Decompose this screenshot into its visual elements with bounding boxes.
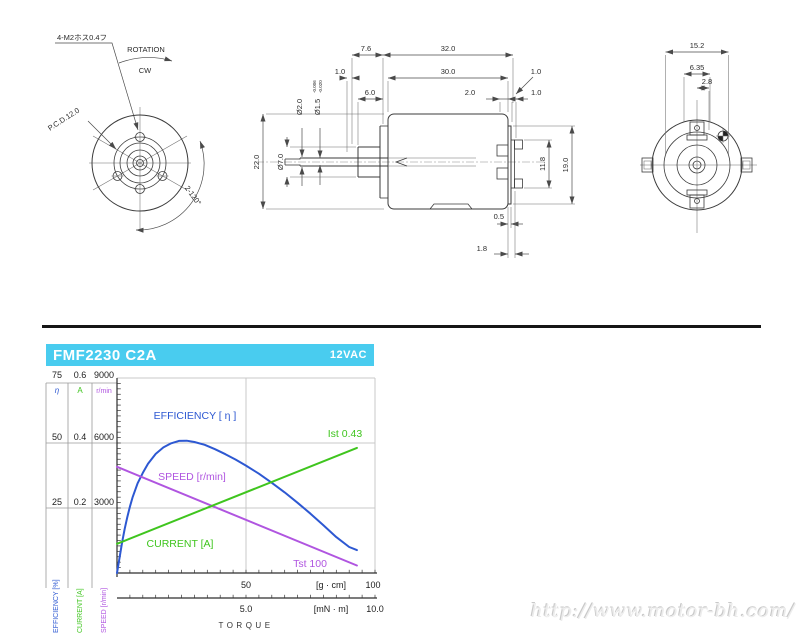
performance-curves [116,439,358,574]
pcd-label: P.C.D.12.0 [46,106,81,133]
dim-label: 6.35 [690,63,705,72]
curve-efficiency [116,439,358,574]
current-axis-title: CURRENT [A] [77,588,84,633]
spd-tick-9000: 9000 [94,370,114,380]
curve-speed [116,465,358,567]
rotation-arc-arrow [118,56,173,64]
hole-note-leader [55,42,139,131]
dim-label: 6.0 [365,88,375,97]
eff-tick-25: 25 [52,497,62,507]
dim-label: 1.0 [335,67,345,76]
chart-header: FMF2230 C2A 12VAC [46,344,374,366]
dim-label: 32.0 [441,44,456,53]
side-view-drawing: 7.6 32.0 1.0 30.0 1.0 6.0 2.0 [252,44,575,258]
dim-label: 11.8 [538,157,547,171]
dim-label: 19.0 [561,158,570,173]
x2-unit: [mN · m] [314,604,349,614]
pcd-leader [87,120,117,150]
angle-dim-arc [135,140,205,233]
cur-symbol: A [77,386,83,395]
x2-tick-5: 5.0 [240,604,253,614]
dim-label: 1.0 [531,67,541,76]
dim-label: Ø7.0 [276,154,285,170]
section-divider [42,325,761,328]
eff-tick-50: 50 [52,432,62,442]
shaft-dia-tolerance: Ø1.5 -0.006 -0.020 [312,80,323,115]
stall-current-label: Ist 0.43 [328,428,363,440]
curve-current [116,446,358,545]
dim-label: 22.0 [252,155,261,170]
model-number: FMF2230 C2A [53,346,157,364]
svg-text:-0.006: -0.006 [312,80,317,93]
terminals [686,121,708,209]
speed-axis-title: SPEED [r/min] [101,588,108,633]
mounting-hole-note: 4-M2ホス0.4フ [57,33,107,42]
dim-label: 30.0 [441,67,456,76]
x1-tick-100: 100 [365,580,380,590]
x2-tick-10: 10.0 [366,604,384,614]
stall-torque-label: Tst 100 [293,558,327,570]
dim-label: 2.0 [465,88,475,97]
datum-mark [716,129,730,143]
eff-symbol: η [55,386,60,395]
spd-tick-3000: 3000 [94,497,114,507]
dim-label: 1.8 [477,244,487,253]
rear-view-drawing: 15.2 6.35 2.8 [640,41,757,233]
site-watermark: http://www.motor-bh.com/ [530,600,795,622]
rotation-label: ROTATION [127,45,165,54]
dim-label: 7.6 [361,44,371,53]
current-curve-label: CURRENT [A] [147,538,214,550]
axis-ticks [117,383,376,598]
spd-symbol: r/min [96,388,112,395]
dim-label: 15.2 [690,41,705,50]
cur-tick-06: 0.6 [74,370,87,380]
spd-tick-6000: 6000 [94,432,114,442]
x-axis-title: TORQUE [218,621,273,630]
rotation-direction-label: CW [139,66,152,75]
voltage-rating: 12VAC [329,349,367,361]
x1-tick-50: 50 [241,580,251,590]
dim-label: 1.0 [531,88,541,97]
dim-label: 0.5 [494,212,504,221]
efficiency-curve-label: EFFICIENCY [ η ] [154,410,237,422]
side-tabs [641,157,753,173]
svg-text:Ø1.5: Ø1.5 [313,99,322,115]
speed-curve-label: SPEED [r/min] [158,471,226,483]
front-view-drawing: ROTATION CW 4-M2ホス0.4フ P.C.D.12.0 [46,33,205,233]
eff-tick-75: 75 [52,370,62,380]
x1-unit: [g · cm] [316,580,346,590]
dim-label: Ø2.0 [295,99,304,115]
svg-text:-0.020: -0.020 [318,80,323,93]
technical-drawings: ROTATION CW 4-M2ホス0.4フ P.C.D.12.0 [46,33,757,258]
bearing-mark [394,157,408,167]
performance-chart: 75 0.6 9000 η A r/min 50 0.4 6000 25 0.2… [45,370,384,633]
cur-tick-04: 0.4 [74,432,87,442]
efficiency-axis-title: EFFICIENCY [%] [53,579,60,633]
cur-tick-02: 0.2 [74,497,87,507]
dim-label: 2.8 [702,77,712,86]
